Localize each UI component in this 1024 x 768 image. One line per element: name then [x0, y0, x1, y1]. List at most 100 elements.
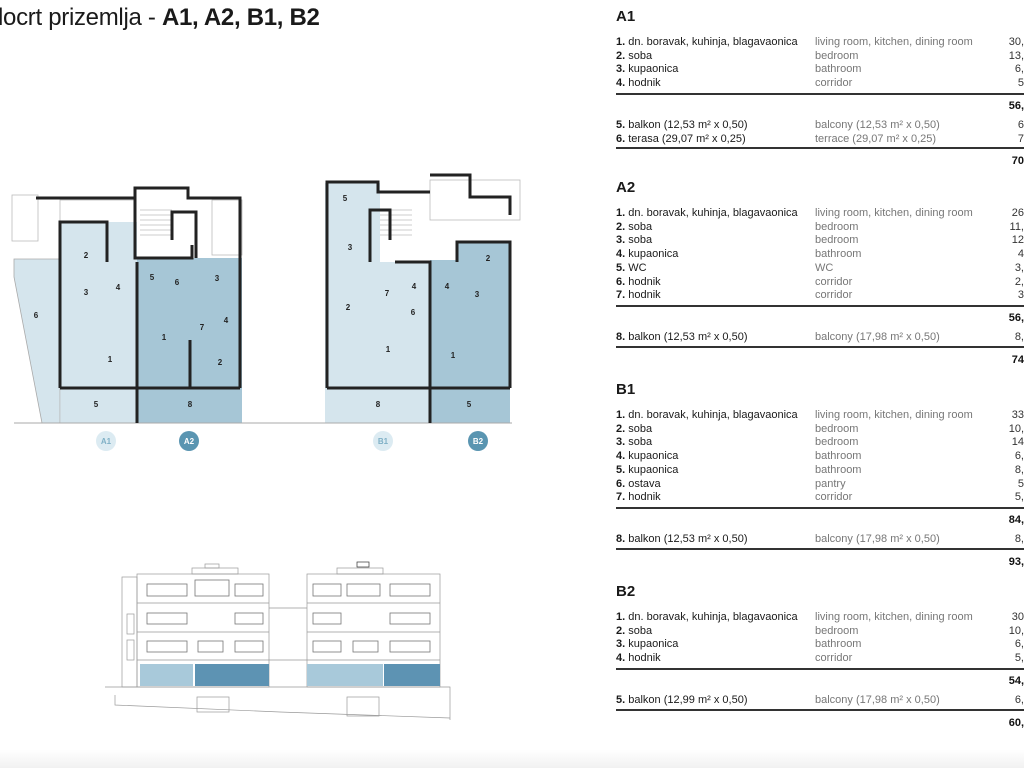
table-heading: A1 — [616, 8, 636, 25]
table-row: 5. balkon (12,99 m² x 0,50)balcony (17,9… — [616, 693, 1024, 707]
total-value: 70 — [1011, 155, 1024, 168]
divider — [616, 506, 1024, 509]
room-area: 6 — [1017, 118, 1024, 131]
room-area: 5, — [1014, 652, 1024, 665]
room-name-en: corridor — [815, 652, 853, 665]
room-label: 2 — [218, 358, 223, 367]
room-name: 4. hodnik — [616, 77, 661, 90]
total-row: 93, — [616, 555, 1024, 569]
room-name: 5. balkon (12,53 m² x 0,50) — [616, 118, 748, 131]
room-name: 2. soba — [616, 624, 653, 637]
divider — [616, 667, 1024, 670]
page-title: locrt prizemlja - A1, A2, B1, B2 — [0, 4, 320, 32]
room-label: 3 — [215, 274, 220, 283]
divider — [616, 304, 1024, 307]
room-area: 8, — [1014, 463, 1024, 476]
divider — [616, 547, 1024, 550]
a1-balcony — [59, 387, 138, 424]
b1-balcony — [325, 388, 430, 423]
room-label: 4 — [412, 282, 417, 291]
subtotal-row: 84, — [616, 513, 1024, 527]
table-row: 6. ostava pantry 5 — [616, 477, 1024, 491]
room-label: 7 — [385, 289, 390, 298]
elevation-unit-b1 — [307, 664, 383, 686]
table-row: 1. dn. boravak, kuhinja, blagavaonica liv… — [616, 610, 1024, 624]
total-row: 74 — [616, 353, 1024, 367]
room-label: 1 — [162, 333, 167, 342]
total-row: 60, — [616, 716, 1024, 730]
room-name: 2. soba — [616, 422, 653, 435]
subtotal-row: 56, — [616, 311, 1024, 325]
table-row: 3. soba bedroom 14 — [616, 435, 1024, 449]
room-name-en: living room, kitchen, dining room — [815, 611, 973, 623]
unit-label: B1 — [378, 437, 389, 446]
room-label: 4 — [116, 283, 121, 292]
room-area: 2, — [1014, 275, 1024, 288]
building-elevation — [105, 561, 451, 720]
room-label: 5 — [150, 273, 155, 282]
room-label: 2 — [84, 251, 89, 260]
room-label: 2 — [486, 254, 491, 263]
a1-apartment — [60, 222, 137, 388]
windows — [146, 579, 431, 653]
room-label: 1 — [451, 351, 456, 360]
room-name-en: bathroom — [815, 248, 862, 261]
room-name: 8. balkon (12,53 m² x 0,50) — [616, 330, 748, 343]
room-area: 26 — [1011, 207, 1024, 219]
room-name: 1. dn. boravak, kuhinja, blagavaonica — [616, 207, 798, 219]
room-area: 10, — [1008, 422, 1024, 435]
room-name-en: pantry — [815, 477, 846, 490]
room-name: 1. dn. boravak, kuhinja, blagavaonica — [616, 611, 798, 623]
room-name-en: bedroom — [815, 49, 859, 62]
subtotal-row: 56, — [616, 99, 1024, 113]
room-area: 7 — [1017, 132, 1024, 145]
divider — [616, 345, 1024, 348]
room-area: 4 — [1017, 248, 1024, 261]
room-area: 6, — [1014, 638, 1024, 651]
room-area: 13, — [1008, 49, 1024, 62]
room-name: 6. ostava — [616, 477, 661, 490]
room-area: 30, — [1008, 36, 1024, 48]
room-name-en: living room, kitchen, dining room — [815, 207, 973, 219]
unit-badge-a2[interactable] — [179, 431, 199, 451]
room-name: 3. soba — [616, 234, 653, 247]
total-value: 74 — [1011, 353, 1024, 366]
room-name: 1. dn. boravak, kuhinja, blagavaonica — [616, 409, 798, 421]
room-name-en: living room, kitchen, dining room — [815, 36, 973, 48]
room-name: 3. kupaonica — [616, 63, 679, 76]
elevation-unit-a2 — [195, 664, 269, 686]
room-label: 5 — [467, 400, 472, 409]
unit-badge-b2[interactable] — [468, 431, 488, 451]
room-name-en: bathroom — [815, 463, 862, 476]
room-area: 14 — [1011, 436, 1024, 449]
room-name-en: balcony (12,53 m² x 0,50) — [815, 118, 940, 131]
room-name: 1. dn. boravak, kuhinja, blagavaonica — [616, 36, 798, 48]
total-value: 60, — [1008, 716, 1024, 729]
divider — [616, 92, 1024, 95]
table-row: 1. dn. boravak, kuhinja, blagavaonica liv… — [616, 35, 1024, 49]
room-name-en: corridor — [815, 77, 853, 90]
room-label: 8 — [376, 400, 381, 409]
room-name-en: bedroom — [815, 436, 859, 449]
room-label: 4 — [224, 316, 229, 325]
room-area: 8, — [1014, 330, 1024, 343]
room-name-en: corridor — [815, 491, 853, 504]
room-area: 5 — [1017, 477, 1024, 490]
b2-balcony — [430, 388, 510, 423]
unit-badge-b1[interactable] — [373, 431, 393, 451]
room-name-en: bedroom — [815, 422, 859, 435]
room-name: 7. hodnik — [616, 491, 661, 504]
room-name: 3. soba — [616, 436, 653, 449]
b1-apartment — [325, 183, 380, 388]
room-area: 3, — [1014, 261, 1024, 274]
title-units: A1, A2, B1, B2 — [161, 4, 320, 31]
table-heading: B1 — [616, 381, 636, 398]
unit-badge-a1[interactable] — [96, 431, 116, 451]
